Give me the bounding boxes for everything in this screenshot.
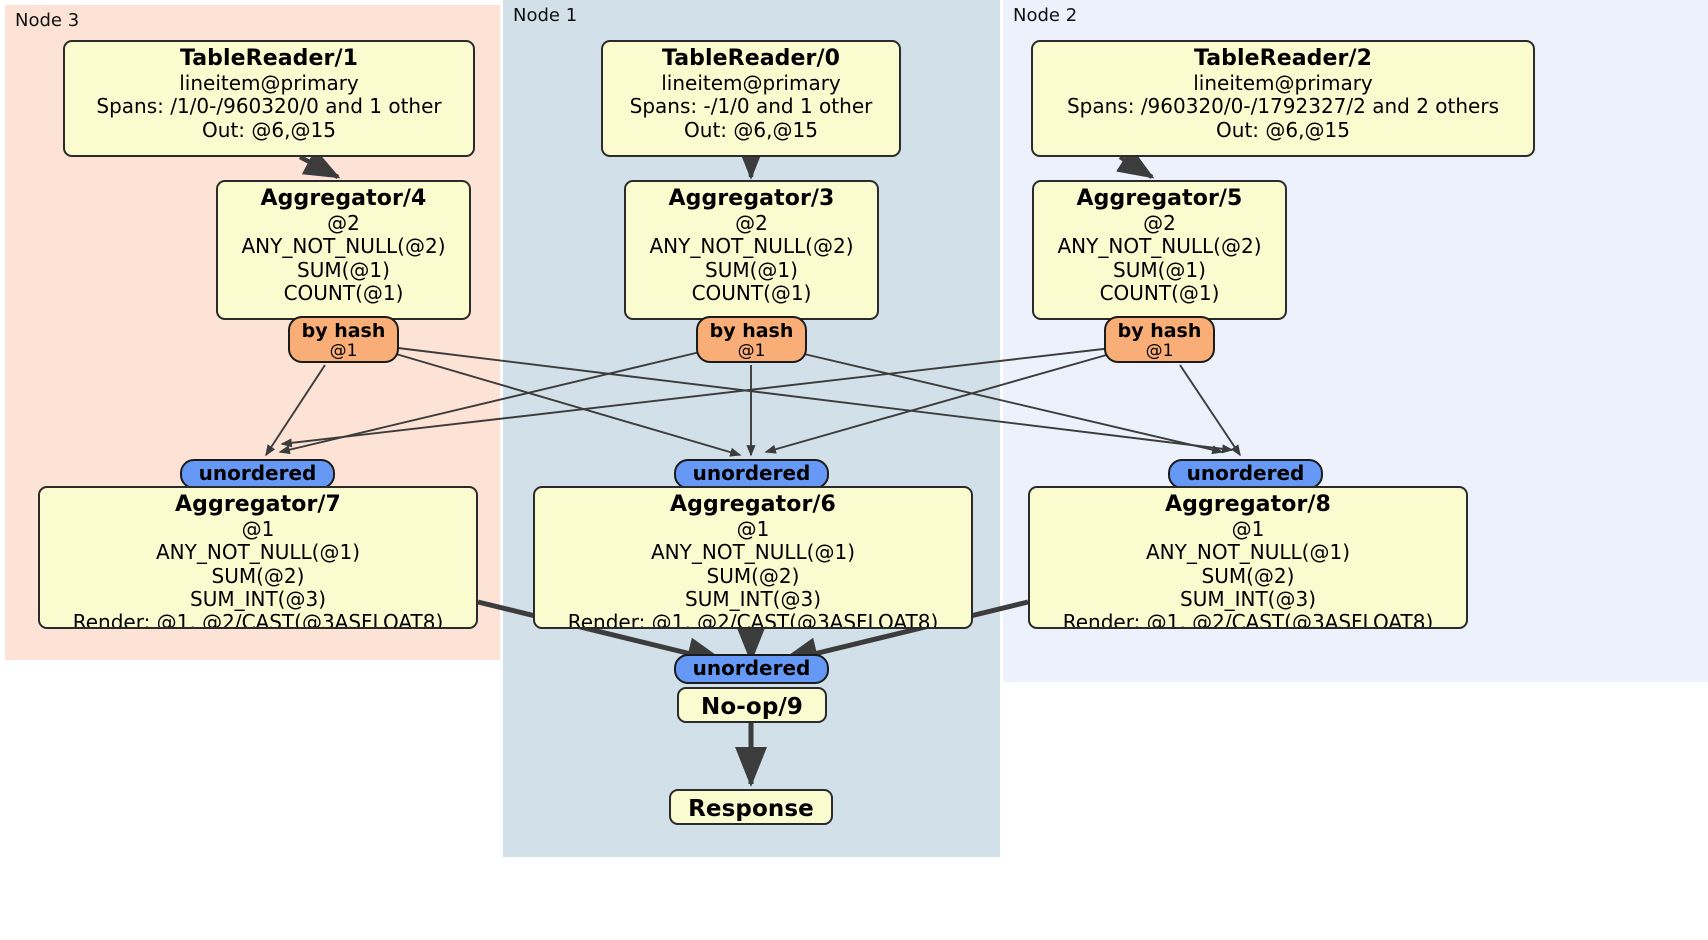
processor-detail-line: lineitem@primary (661, 70, 841, 95)
router-column: @1 (329, 340, 358, 361)
processor-title: Response (688, 796, 814, 822)
processor-detail-line: @1 (241, 516, 275, 541)
synchronizer-unordered-right[interactable]: unordered (1168, 459, 1323, 489)
processor-aggregator-8[interactable]: Aggregator/8 @1 ANY_NOT_NULL(@1) SUM(@2)… (1028, 486, 1468, 629)
synchronizer-label: unordered (1186, 461, 1305, 485)
processor-detail-line: COUNT(@1) (1099, 280, 1220, 305)
processor-response[interactable]: Response (669, 789, 833, 825)
router-by-hash-center[interactable]: by hash @1 (696, 316, 807, 363)
processor-detail-line: SUM(@2) (211, 563, 305, 588)
processor-detail-line: SUM_INT(@3) (190, 586, 326, 611)
processor-detail-line: SUM_INT(@3) (1180, 586, 1316, 611)
processor-title: Aggregator/5 (1076, 186, 1243, 211)
processor-title: No-op/9 (701, 694, 803, 720)
router-by-hash-right[interactable]: by hash @1 (1104, 316, 1215, 363)
processor-title: Aggregator/6 (670, 492, 836, 517)
processor-detail-line: ANY_NOT_NULL(@1) (651, 540, 855, 565)
processor-aggregator-6[interactable]: Aggregator/6 @1 ANY_NOT_NULL(@1) SUM(@2)… (533, 486, 973, 629)
processor-aggregator-7[interactable]: Aggregator/7 @1 ANY_NOT_NULL(@1) SUM(@2)… (38, 486, 478, 629)
processor-detail-line: SUM(@2) (1201, 563, 1295, 588)
processor-tablereader-1[interactable]: TableReader/1 lineitem@primary Spans: /1… (63, 40, 475, 157)
processor-title: Aggregator/4 (260, 186, 427, 211)
processor-detail-line: Spans: -/1/0 and 1 other (629, 94, 873, 119)
router-label: by hash (301, 320, 386, 342)
synchronizer-unordered-center[interactable]: unordered (674, 459, 829, 489)
processor-detail-line: COUNT(@1) (283, 280, 404, 305)
processor-detail-line: @1 (736, 516, 770, 541)
node-region-label-node2: Node 2 (1013, 5, 1078, 26)
processor-detail-line: @2 (1143, 210, 1176, 235)
processor-detail-line: COUNT(@1) (691, 280, 812, 305)
processor-detail-line: ANY_NOT_NULL(@2) (649, 234, 854, 259)
processor-detail-line: SUM(@2) (706, 563, 800, 588)
router-label: by hash (1117, 320, 1202, 342)
processor-detail-line: Render: @1, @2/CAST(@3ASFLOAT8) (1062, 610, 1434, 629)
processor-detail-line: Render: @1, @2/CAST(@3ASFLOAT8) (72, 610, 444, 629)
processor-title: Aggregator/7 (175, 492, 341, 517)
processor-detail-line: Out: @6,@15 (684, 117, 818, 142)
processor-detail-line: Spans: /960320/0-/1792327/2 and 2 others (1066, 94, 1499, 119)
processor-detail-line: Spans: /1/0-/960320/0 and 1 other (96, 94, 442, 119)
router-label: by hash (709, 320, 794, 342)
synchronizer-label: unordered (692, 656, 811, 680)
processor-detail-line: @2 (327, 210, 360, 235)
synchronizer-label: unordered (692, 461, 811, 485)
processor-detail-line: Out: @6,@15 (202, 117, 336, 142)
processor-detail-line: SUM(@1) (1113, 257, 1206, 282)
processor-detail-line: SUM(@1) (297, 257, 390, 282)
processor-detail-line: Out: @6,@15 (1216, 117, 1350, 142)
processor-detail-line: @1 (1231, 516, 1265, 541)
node-region-label-node1: Node 1 (513, 5, 578, 26)
processor-title: TableReader/0 (661, 46, 841, 71)
synchronizer-unordered-left[interactable]: unordered (180, 459, 335, 489)
processor-title: Aggregator/8 (1165, 492, 1331, 517)
processor-noop-9[interactable]: No-op/9 (677, 687, 827, 723)
processor-detail-line: Render: @1, @2/CAST(@3ASFLOAT8) (567, 610, 939, 629)
processor-aggregator-5[interactable]: Aggregator/5 @2 ANY_NOT_NULL(@2) SUM(@1)… (1032, 180, 1287, 320)
processor-title: TableReader/1 (179, 46, 359, 71)
router-by-hash-left[interactable]: by hash @1 (288, 316, 399, 363)
processor-detail-line: SUM(@1) (705, 257, 798, 282)
synchronizer-label: unordered (198, 461, 317, 485)
processor-detail-line: ANY_NOT_NULL(@2) (241, 234, 446, 259)
processor-detail-line: ANY_NOT_NULL(@2) (1057, 234, 1262, 259)
processor-detail-line: ANY_NOT_NULL(@1) (156, 540, 360, 565)
processor-detail-line: @2 (735, 210, 768, 235)
processor-detail-line: lineitem@primary (1193, 70, 1373, 95)
processor-tablereader-0[interactable]: TableReader/0 lineitem@primary Spans: -/… (601, 40, 901, 157)
processor-aggregator-4[interactable]: Aggregator/4 @2 ANY_NOT_NULL(@2) SUM(@1)… (216, 180, 471, 320)
processor-tablereader-2[interactable]: TableReader/2 lineitem@primary Spans: /9… (1031, 40, 1535, 157)
processor-title: TableReader/2 (1193, 46, 1373, 71)
router-column: @1 (1145, 340, 1174, 361)
node-region-label-node3: Node 3 (15, 10, 80, 31)
processor-detail-line: ANY_NOT_NULL(@1) (1146, 540, 1350, 565)
processor-detail-line: SUM_INT(@3) (685, 586, 821, 611)
router-column: @1 (737, 340, 766, 361)
synchronizer-unordered-final[interactable]: unordered (674, 654, 829, 684)
processor-detail-line: lineitem@primary (179, 70, 359, 95)
processor-aggregator-3[interactable]: Aggregator/3 @2 ANY_NOT_NULL(@2) SUM(@1)… (624, 180, 879, 320)
processor-title: Aggregator/3 (668, 186, 835, 211)
